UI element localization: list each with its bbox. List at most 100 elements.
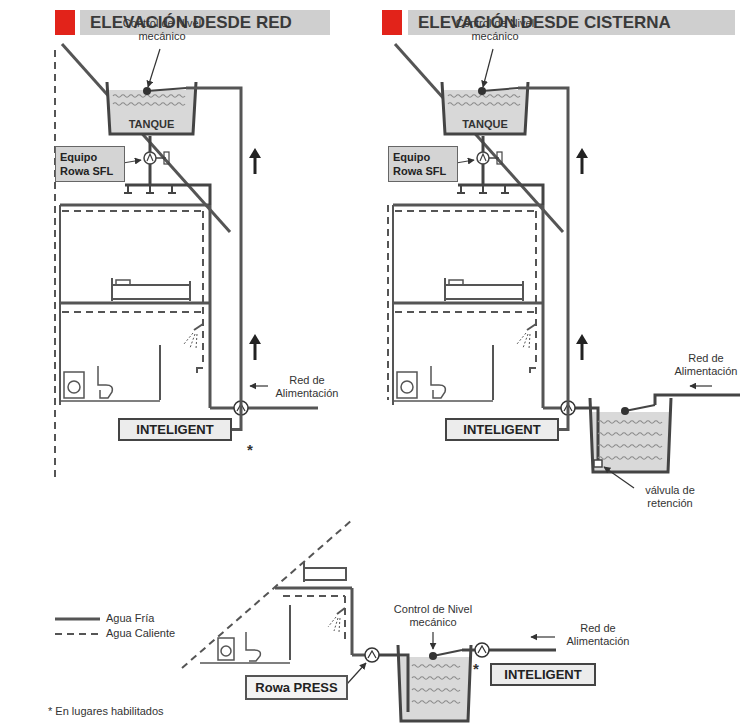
house-left: [184, 333, 197, 349]
house-left: [112, 285, 190, 299]
pump-symbol: [478, 646, 486, 653]
house-left: [111, 278, 113, 301]
pump-symbol: [475, 643, 489, 657]
tank-outline: [113, 103, 185, 106]
house-bottom: [246, 632, 260, 661]
house-right: [543, 407, 561, 410]
label-holder: Red de Alimentación: [560, 622, 636, 648]
pump-box: INTELIGENT: [490, 663, 596, 686]
cistern-right: [621, 407, 629, 415]
house-right: [535, 211, 537, 365]
flow-arrow: [254, 342, 257, 360]
sfl-device-right: [508, 185, 543, 205]
sfl-device-left: [144, 152, 156, 164]
sfl-device-right: [477, 152, 489, 164]
callout-label: * En lugares habilitados: [48, 705, 164, 717]
equipment-box: Equipo Rowa SFL: [55, 146, 125, 182]
flow-arrow: [249, 334, 261, 344]
house-bottom: [275, 587, 352, 590]
house-bottom: [182, 520, 352, 668]
house-bottom: [328, 617, 340, 632]
house-right: [445, 285, 523, 299]
house-left: [62, 311, 203, 313]
house-right: [431, 366, 445, 398]
water-wave: [598, 457, 662, 460]
supply-pipe: [530, 88, 568, 430]
label-holder: Red de Alimentación: [270, 374, 344, 400]
callout-label: Red de Alimentación: [675, 352, 738, 377]
water-tank: TANQUE: [440, 82, 530, 136]
node-text: INTELIGENT: [463, 422, 540, 437]
footnote-mark: *: [473, 660, 479, 677]
callout-label: Control de Nivel mecánico: [123, 17, 201, 42]
sfl-device-right: [480, 154, 486, 161]
node-text: Equipo Rowa SFL: [393, 150, 453, 178]
water-waves: [412, 421, 662, 704]
legend-sample: [55, 619, 100, 634]
house-right: [449, 280, 463, 285]
tank-outline: [482, 88, 518, 91]
node-text: TANQUE: [460, 118, 510, 131]
house-right: [522, 281, 524, 301]
house-left: [62, 210, 203, 212]
house-left: [98, 366, 112, 398]
house-left: [60, 302, 210, 305]
house-right: [397, 372, 417, 398]
cistern-bottom: [429, 652, 437, 660]
house-left: [209, 205, 212, 408]
house-right: [395, 311, 536, 313]
tank-outline: [442, 82, 528, 134]
leader-line: [432, 632, 433, 649]
sfl-device-left: [124, 185, 176, 193]
house-left: [68, 381, 80, 393]
pump-box: INTELIGENT: [118, 418, 232, 441]
house-bottom: [304, 568, 346, 580]
house-right: [387, 205, 389, 400]
water-wave: [598, 421, 662, 424]
node-text: Rowa PRESS: [255, 680, 337, 695]
flow-arrow: [576, 148, 588, 360]
sfl-device-right: [497, 152, 502, 164]
house-bottom: [218, 638, 234, 660]
sfl-device-right: [457, 185, 509, 193]
callout-label: Control de Nivel mecánico: [456, 17, 534, 42]
house-bottom: [182, 520, 365, 668]
leader-line: [148, 49, 160, 87]
house-bottom: [200, 662, 290, 664]
house-right: [530, 368, 536, 373]
cistern-bottom: [462, 649, 475, 652]
callout-label: Red de Alimentación: [567, 622, 630, 647]
house-left: [60, 400, 160, 402]
legend-sample: [55, 618, 100, 621]
house-right: [527, 324, 536, 330]
house-right: [444, 278, 446, 301]
house-right: [401, 381, 413, 393]
callout-label: válvula de retención: [645, 484, 695, 509]
water-wave: [412, 689, 460, 692]
water-wave: [598, 445, 662, 448]
sfl-device-right: [456, 136, 543, 205]
sfl-device-right: [456, 160, 474, 163]
cistern-bottom: [379, 655, 408, 712]
red-marker: [382, 10, 402, 35]
water-wave: [598, 433, 662, 436]
house-bottom: [221, 646, 231, 656]
water-wave: [412, 701, 460, 704]
label-holder: Control de Nivel mecánico: [453, 17, 537, 43]
callout-label: Control de Nivel mecánico: [394, 603, 472, 628]
cistern-right: [575, 395, 740, 472]
tank-outline: [107, 82, 196, 134]
node-text: INTELIGENT: [504, 667, 581, 682]
cistern-right: [590, 398, 671, 472]
sfl-device-left: [123, 160, 141, 163]
house-right: [388, 44, 563, 408]
cistern-right: [591, 412, 670, 471]
cistern-right: [625, 405, 655, 411]
cistern-bottom: [399, 657, 470, 720]
house-right: [542, 205, 545, 408]
pump-box: Rowa PRESS: [245, 675, 348, 700]
node-text: TANQUE: [127, 118, 177, 131]
node-text: Equipo Rowa SFL: [60, 150, 120, 178]
leader-line: [483, 49, 493, 87]
